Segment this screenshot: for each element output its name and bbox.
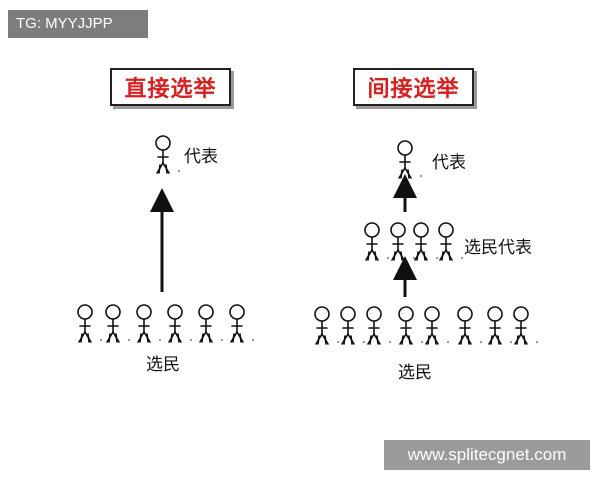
indirect-voter-representative-figure (438, 222, 463, 261)
direct-representative-figure (155, 135, 180, 174)
indirect-middle-label: 选民代表 (464, 238, 532, 258)
indirect-voter-figure (398, 306, 423, 345)
indirect-voter-representative-figure (390, 222, 415, 261)
indirect-voter-figure (314, 306, 339, 345)
direct-bottom-label: 选民 (146, 355, 180, 375)
watermark: www.splitecgnet.com (384, 440, 590, 470)
direct-voter-figure (167, 304, 192, 343)
indirect-voter-figure (487, 306, 512, 345)
indirect-voter-figure (513, 306, 538, 345)
indirect-voter-figure (340, 306, 365, 345)
indirect-bottom-label: 选民 (398, 363, 432, 383)
header-tag: TG: MYYJJPP (8, 10, 148, 38)
direct-voter-figure (198, 304, 223, 343)
direct-voter-figure (77, 304, 102, 343)
direct-voter-figure (136, 304, 161, 343)
direct-top-label: 代表 (184, 147, 218, 167)
indirect-voter-representative-figure (364, 222, 389, 261)
direct-voter-figure (229, 304, 254, 343)
indirect-election-title: 间接选举 (353, 68, 474, 106)
indirect-representative-figure (397, 140, 422, 179)
indirect-voter-figure (457, 306, 482, 345)
indirect-top-label: 代表 (432, 153, 466, 173)
direct-voter-figure (105, 304, 130, 343)
indirect-voter-figure (366, 306, 391, 345)
indirect-voter-representative-figure (413, 222, 438, 261)
indirect-voter-figure (424, 306, 449, 345)
direct-election-title: 直接选举 (110, 68, 231, 106)
